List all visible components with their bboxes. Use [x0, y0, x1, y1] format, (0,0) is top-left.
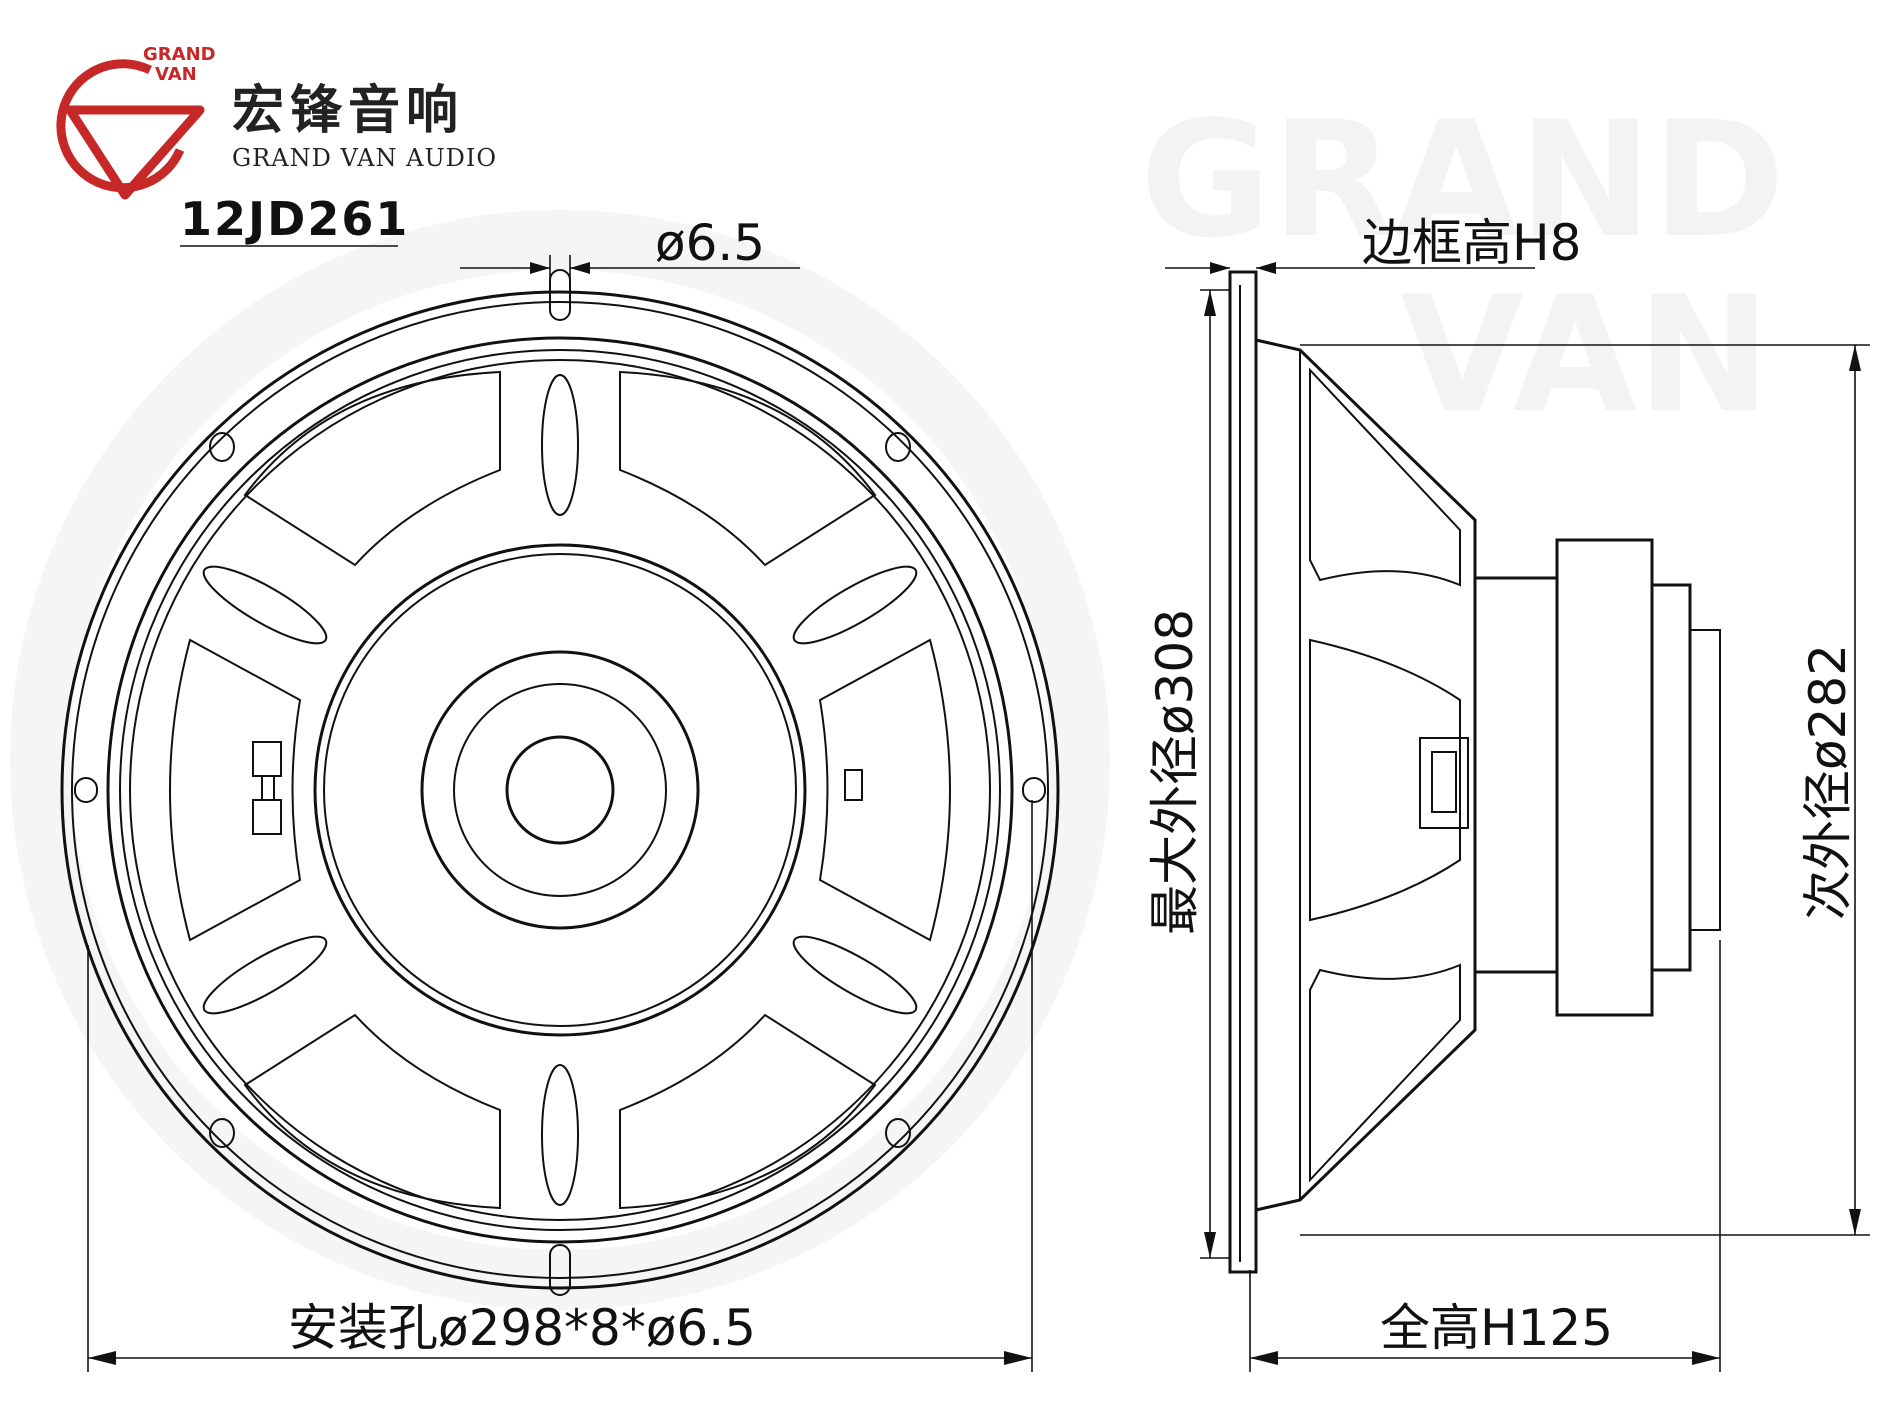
gv-logo-icon — [56, 59, 205, 200]
logo-grand-text: GRAND — [143, 44, 216, 65]
brand-logo: GRAND VAN 宏锋音响 GRAND VAN AUDIO — [56, 44, 497, 200]
secondary-outer-dia-dimension: 次外径ø282 — [1300, 344, 1870, 1236]
mounting-holes-label: 安装孔ø298*8*ø6.5 — [288, 1299, 756, 1357]
brand-name-cn: 宏锋音响 — [232, 81, 464, 141]
spoke-slots — [202, 374, 918, 1206]
brand-name-en: GRAND VAN AUDIO — [232, 144, 497, 172]
hole-dia-label: ø6.5 — [655, 214, 765, 272]
total-height-dimension: 全高H125 — [1249, 940, 1721, 1372]
max-outer-dia-label: 最大外径ø308 — [1146, 609, 1204, 935]
watermark: GRAND VAN — [10, 86, 1785, 1310]
watermark-text-top: GRAND — [1140, 86, 1785, 273]
model-number: 12JD261 — [180, 192, 409, 246]
terminal-right — [844, 769, 863, 801]
mounting-holes — [74, 269, 1046, 1296]
hole-dia-dimension: ø6.5 — [460, 214, 800, 290]
mounting-dimension: 安装孔ø298*8*ø6.5 — [87, 800, 1033, 1372]
secondary-outer-dia-label: 次外径ø282 — [1799, 644, 1857, 920]
basket-windows — [169, 370, 951, 1210]
side-view: 边框高H8 最大外径ø308 次外径ø282 全高H125 — [1146, 214, 1870, 1372]
logo-van-text: VAN — [155, 64, 197, 85]
frame-height-dimension: 边框高H8 — [1165, 214, 1581, 274]
watermark-text-bottom: VAN — [1400, 261, 1771, 448]
side-terminal — [1419, 737, 1469, 829]
total-height-label: 全高H125 — [1380, 1299, 1613, 1357]
terminal-left — [252, 741, 282, 835]
front-view: ø6.5 安装孔ø298*8*ø6.5 — [60, 214, 1060, 1372]
frame-height-label: 边框高H8 — [1362, 214, 1581, 272]
max-outer-dia-dimension: 最大外径ø308 — [1146, 289, 1230, 1259]
side-spokes — [1309, 367, 1461, 1183]
